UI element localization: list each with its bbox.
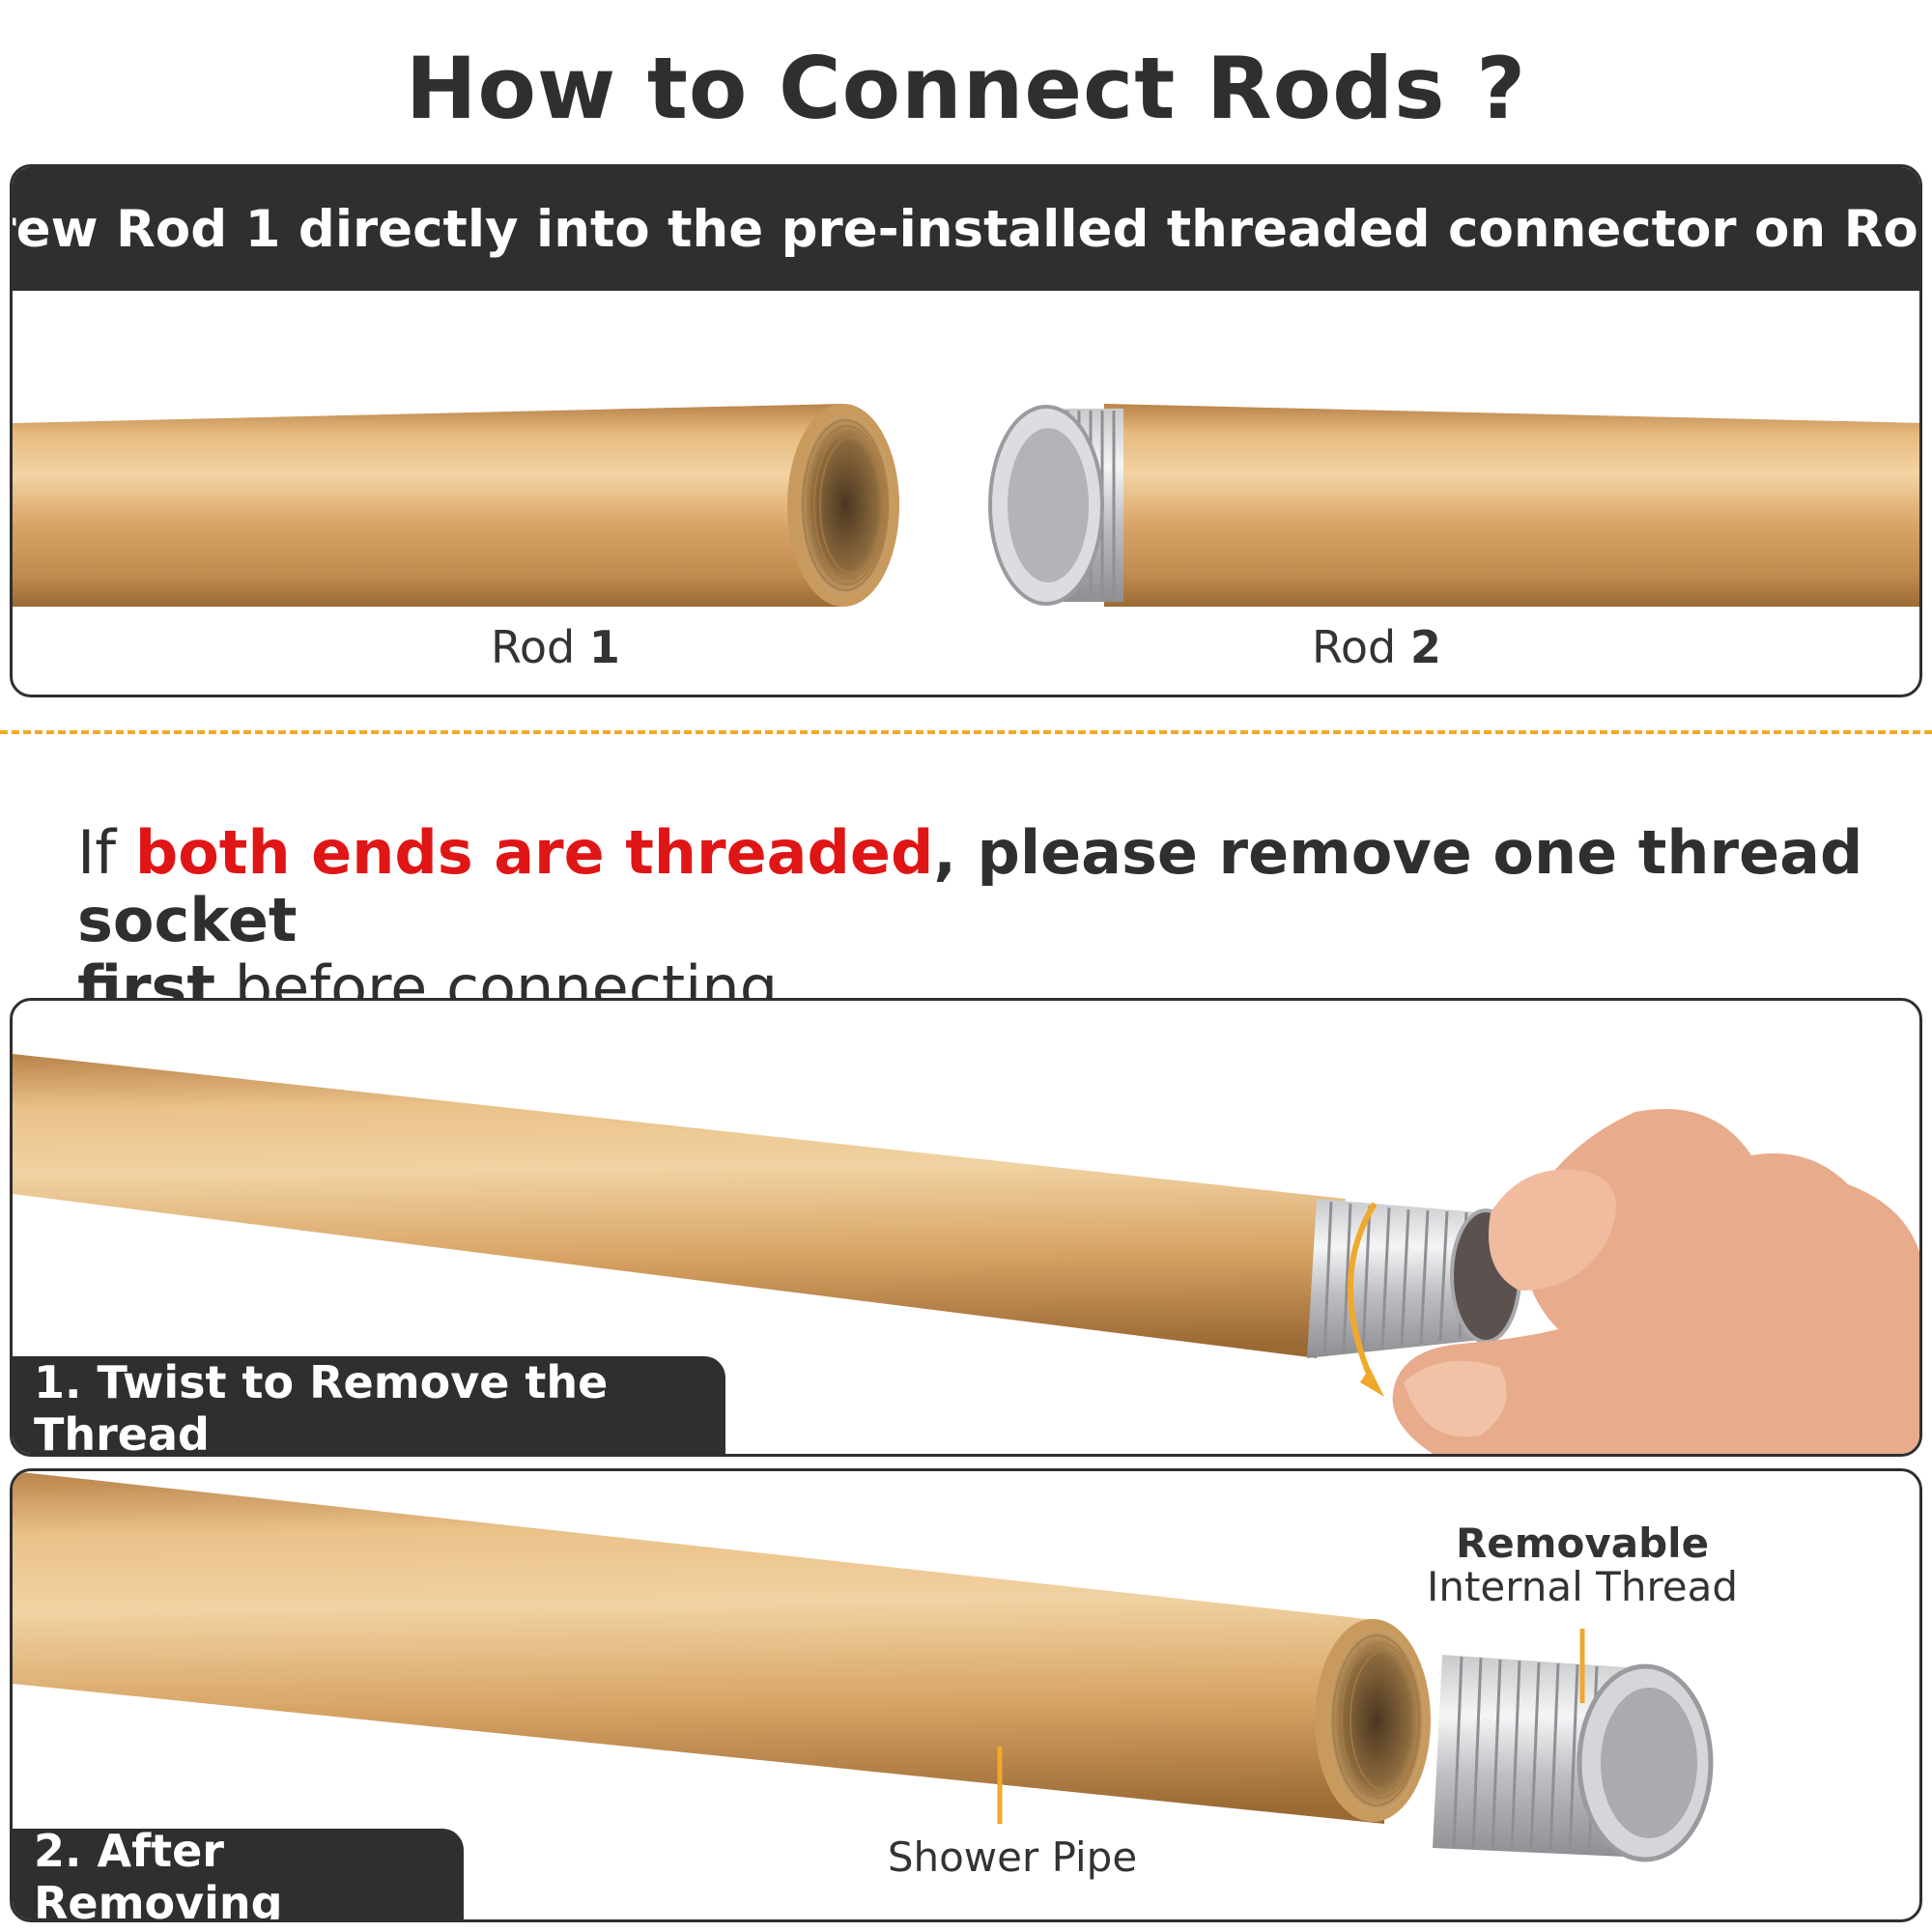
step-1-panel: 1. Twist to Remove the Thread xyxy=(10,998,1922,1457)
instruction-part-3: , please remove one thread socket xyxy=(77,817,1863,955)
connect-instruction-banner: Screw Rod 1 directly into the pre-instal… xyxy=(13,167,1919,291)
rod-1-label-prefix: Rod xyxy=(491,621,589,673)
step-1-label: 1. Twist to Remove the Thread xyxy=(13,1356,725,1454)
rods-illustration xyxy=(13,404,1919,607)
step-2-label: 2. After Removing xyxy=(13,1825,464,1919)
rod-2-image xyxy=(988,404,1919,607)
thread-socket-image xyxy=(1307,1199,1521,1358)
rod-1-label-number: 1 xyxy=(588,621,620,673)
removable-thread-image xyxy=(1433,1655,1714,1862)
rod-1-image xyxy=(13,404,899,607)
section-divider xyxy=(0,730,1932,734)
connect-rods-panel: Screw Rod 1 directly into the pre-instal… xyxy=(10,164,1922,697)
after-removing-illustration xyxy=(13,1471,1714,1862)
hand-image xyxy=(1392,1109,1919,1454)
twist-illustration xyxy=(13,1054,1919,1454)
rod-2-label-prefix: Rod xyxy=(1312,621,1410,673)
rod-image xyxy=(13,1054,1346,1358)
page-title: How to Connect Rods ? xyxy=(405,39,1527,138)
step-2-panel: Removable Internal Thread Shower Pipe 2.… xyxy=(10,1468,1922,1922)
rod-1-label: Rod 1 xyxy=(491,621,620,673)
rod-2-label: Rod 2 xyxy=(1312,621,1441,673)
instruction-part-1: If xyxy=(77,817,135,888)
removable-thread-title: Removable xyxy=(1455,1520,1710,1567)
instruction-highlight: both ends are threaded xyxy=(134,817,934,888)
removable-thread-subtitle: Internal Thread xyxy=(1426,1563,1739,1610)
threaded-ends-instruction: If both ends are threaded, please remove… xyxy=(77,819,1893,1022)
rod-2-label-number: 2 xyxy=(1409,621,1441,673)
shower-pipe-label: Shower Pipe xyxy=(887,1833,1138,1881)
twist-arrow-icon xyxy=(1348,1202,1378,1389)
shower-pipe-image xyxy=(13,1471,1384,1824)
